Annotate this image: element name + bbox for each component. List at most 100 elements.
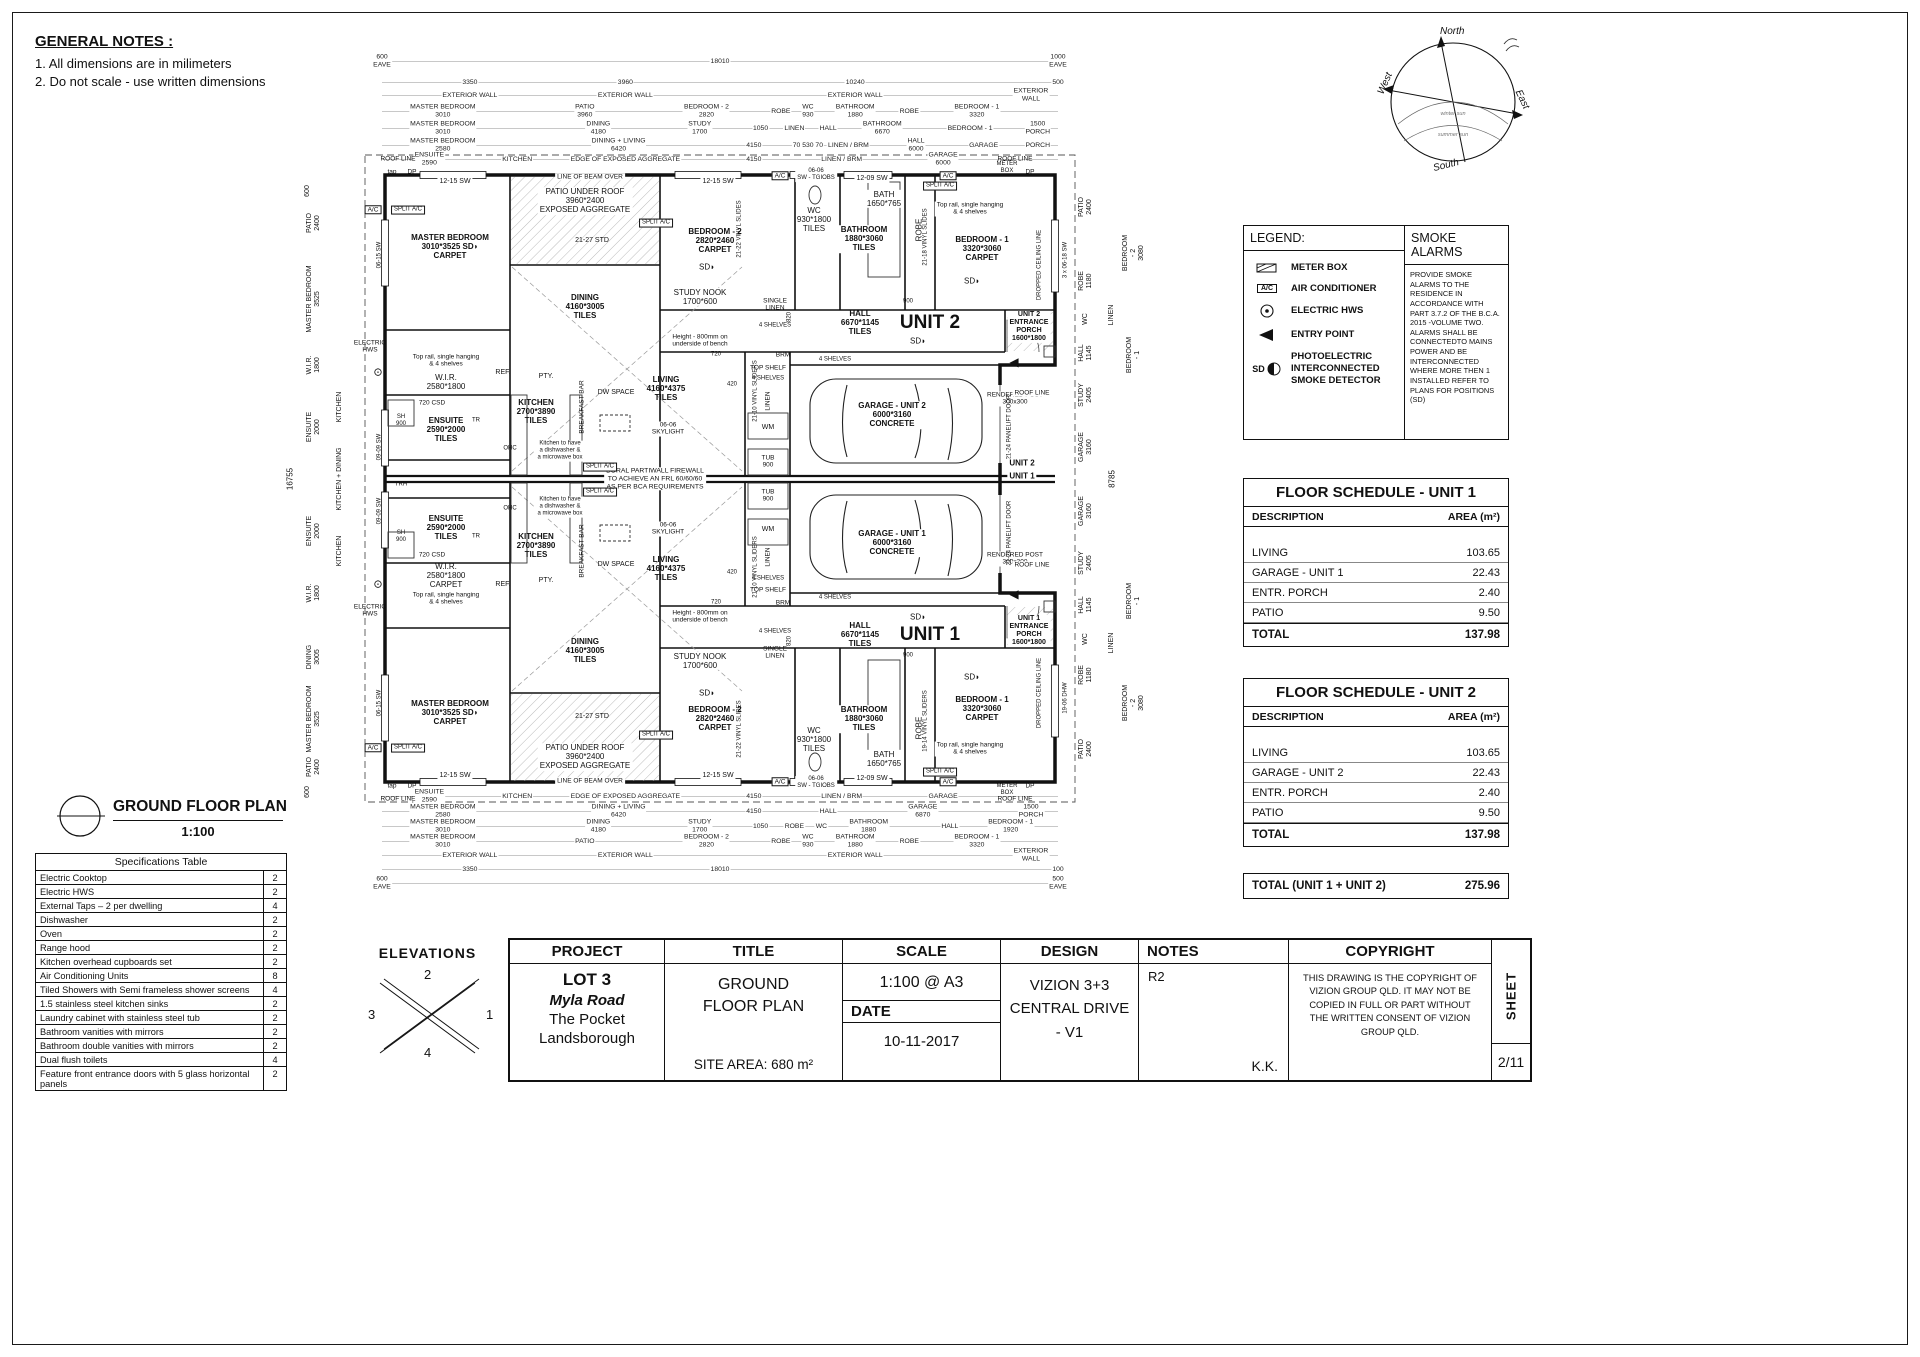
- summer-sun-label: summer sun: [1437, 132, 1469, 138]
- grand-total: TOTAL (UNIT 1 + UNIT 2) 275.96: [1243, 873, 1509, 899]
- schedule-row-area: 22.43: [1472, 767, 1500, 779]
- spec-row: Kitchen overhead cupboards set 2: [36, 955, 286, 969]
- dimension-label: 3350: [461, 78, 479, 88]
- plan-label: ROBE 1180: [1077, 665, 1093, 685]
- dimension-label: HALL: [940, 822, 960, 832]
- schedule-row-description: GARAGE - UNIT 1: [1252, 567, 1344, 579]
- plan-label: BEDROOM - 2 3080: [1121, 234, 1146, 272]
- plan-label: SD◗: [910, 336, 926, 346]
- roof-line: [364, 154, 1076, 803]
- plan-label: WC: [1081, 633, 1089, 645]
- total-label: TOTAL: [1252, 629, 1290, 641]
- plan-label: ROOF LINE: [997, 155, 1033, 163]
- notes-header: NOTES: [1139, 940, 1288, 964]
- plan-label: TR: [472, 417, 480, 424]
- schedule-row-area: 103.65: [1466, 547, 1500, 559]
- legend-meter-box-label: METER BOX: [1291, 262, 1348, 274]
- spec-item-label: Air Conditioning Units: [36, 969, 264, 982]
- plan-label: DROPPED CEILING LINE: [1036, 657, 1043, 729]
- plan-label: Kitchen to have a dishwasher & a microwa…: [535, 440, 585, 462]
- dimension-label: EXTERIOR WALL: [1012, 847, 1050, 865]
- plan-label: HALL 6670*1145 TILES: [840, 309, 880, 337]
- plan-label: 420: [726, 381, 738, 388]
- plan-label: ENSUITE 2590*2000 TILES: [426, 514, 466, 542]
- plan-label: 420: [726, 569, 738, 576]
- compass: North South West East winter sun summer …: [1376, 26, 1532, 174]
- plan-label: TR: [472, 533, 480, 540]
- plan-label: A/C: [939, 171, 957, 181]
- dimension-label: MASTER BEDROOM 2580: [409, 137, 477, 155]
- dimension-label: 4150: [745, 141, 763, 151]
- dimension-label: MASTER BEDROOM 3010: [409, 120, 477, 138]
- dimension-label: EXTERIOR WALL: [441, 851, 499, 861]
- plan-label: REF.: [495, 580, 511, 588]
- elevation-number-2: 2: [424, 967, 432, 982]
- dimension-label: HALL: [818, 124, 838, 134]
- plan-label: 820: [786, 311, 793, 323]
- dimension-label: ENSUITE 2590: [413, 151, 446, 169]
- legend-item-entry-point: ENTRY POINT: [1244, 319, 1404, 343]
- dimension-label: 10240: [844, 78, 866, 88]
- plan-label: BEDROOM - 2 2820*2460 CARPET: [688, 705, 742, 733]
- plan-label: 06-06 SKYLIGHT: [649, 521, 687, 537]
- plan-label: PATIO UNDER ROOF 3960*2400 EXPOSED AGGRE…: [537, 187, 633, 215]
- plan-label: SD◗: [964, 672, 980, 682]
- plan-label: LIVING 4160*4375 TILES: [646, 555, 686, 583]
- plan-label: tap: [387, 782, 397, 790]
- schedule-row: ENTR. PORCH 2.40: [1244, 783, 1508, 803]
- plan-label: STUDY 2405: [1077, 383, 1093, 407]
- plan-label: MASTER BEDROOM 3525: [305, 265, 321, 333]
- plan-label: 21-24 PANELIFT DOOR: [1006, 500, 1013, 566]
- schedule-row: LIVING 103.65: [1244, 743, 1508, 763]
- spec-item-qty: 4: [272, 984, 278, 995]
- dimension-label: BEDROOM - 1 3320: [953, 103, 1001, 121]
- specifications-table-title: Specifications Table: [36, 854, 286, 871]
- spec-row: Feature front entrance doors with 5 glas…: [36, 1067, 286, 1090]
- plan-label: GARAGE - UNIT 1 6000*3160 CONCRETE: [856, 529, 928, 557]
- plan-label: MASTER BEDROOM 3010*3525 SD◗ CARPET: [411, 233, 489, 261]
- plan-label: BREAKFAST BAR: [578, 380, 586, 434]
- area-header: AREA (m²): [1447, 711, 1500, 723]
- plan-label: ◀: [1009, 587, 1019, 602]
- plan-label: SINGLE LINEN: [763, 297, 787, 312]
- plan-label: DW SPACE: [597, 388, 635, 396]
- plan-label: HALL 1145: [1077, 344, 1093, 362]
- description-header: DESCRIPTION: [1252, 711, 1324, 723]
- scale-value: 1:100 @ A3: [879, 974, 964, 991]
- elevations-marker: ELEVATIONS 2 1 3 4: [340, 945, 515, 1080]
- area-header: AREA (m²): [1447, 511, 1500, 523]
- legend-item-meter-box: METER BOX: [1244, 253, 1404, 275]
- plan-label: DINING 4160*3005 TILES: [565, 637, 605, 665]
- plan-label: 19-06 DHW: [1062, 682, 1069, 714]
- spec-item-label: Electric Cooktop: [36, 871, 264, 884]
- plan-label: SH 900: [395, 414, 407, 427]
- plan-annotations: MASTER BEDROOM 3010*3525 SD◗ CARPET PATIO…: [270, 55, 1150, 900]
- plan-label: W.I.R. 1800: [305, 583, 321, 603]
- spec-row: External Taps – 2 per dwelling 4: [36, 899, 286, 913]
- dimension-label: EXTERIOR WALL: [441, 91, 499, 101]
- legend-subtitle: SMOKE ALARMS: [1405, 226, 1508, 265]
- title-block-copyright: COPYRIGHT THIS DRAWING IS THE COPYRIGHT …: [1289, 940, 1492, 1080]
- compass-north-label: North: [1440, 26, 1465, 37]
- dimension-label: 18010: [709, 57, 731, 67]
- dimension-label: LINEN / BRM: [827, 141, 870, 151]
- plan-label: ROOF LINE: [380, 795, 416, 803]
- plan-label: WC: [1081, 313, 1089, 325]
- description-header: DESCRIPTION: [1252, 511, 1324, 523]
- plan-label: BEDROOM - 2 2820*2460 CARPET: [688, 227, 742, 255]
- design-header: DESIGN: [1001, 940, 1138, 964]
- plan-label: BEDROOM - 2 3080: [1121, 684, 1146, 722]
- sheet-label: SHEET: [1503, 971, 1519, 1021]
- dimension-label: EDGE OF EXPOSED AGGREGATE: [569, 792, 682, 802]
- dimension-label: GARAGE: [927, 792, 959, 802]
- spec-item-label: Bathroom vanities with mirrors: [36, 1025, 264, 1038]
- dimension-label: 1000 EAVE: [1048, 53, 1068, 71]
- plan-label: PATIO UNDER ROOF 3960*2400 EXPOSED AGGRE…: [537, 743, 633, 771]
- spec-row: Electric HWS 2: [36, 885, 286, 899]
- plan-label: LINEN: [1107, 304, 1115, 326]
- plan-label: ROOF LINE: [997, 795, 1033, 803]
